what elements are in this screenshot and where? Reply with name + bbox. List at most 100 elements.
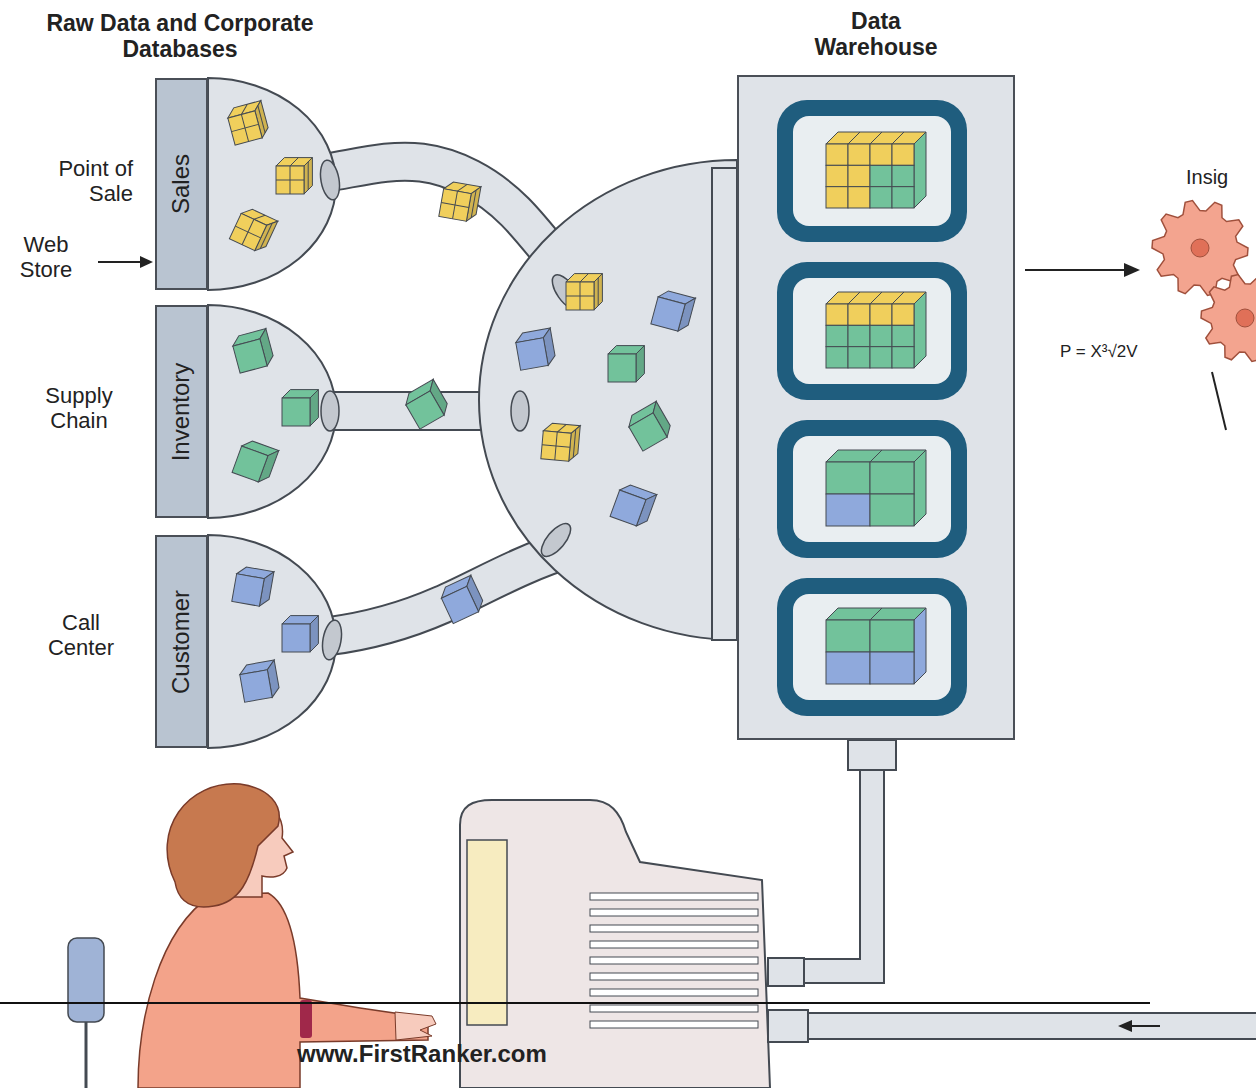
cube-cell (870, 304, 892, 325)
screen-panel (467, 840, 507, 1025)
cube-cell (848, 144, 870, 165)
data-cube (402, 379, 452, 429)
cube-grid (870, 292, 882, 304)
cube-front (610, 490, 646, 526)
panel-inner (793, 594, 951, 700)
return-arrow (1130, 1025, 1160, 1027)
cube-front (608, 354, 636, 382)
cube-grid (870, 132, 882, 144)
person-hand (395, 1012, 436, 1040)
cube-front (276, 166, 304, 194)
cube-grid (870, 450, 882, 462)
cube-cell (892, 165, 914, 186)
data-cube (651, 289, 696, 334)
cube-side (636, 346, 644, 382)
source-label: Supply Chain (24, 383, 134, 434)
cube-grid (892, 292, 904, 304)
cube-cell (870, 620, 914, 652)
data-cube (439, 181, 481, 223)
cube-front (541, 431, 571, 461)
panel-inner (793, 436, 951, 542)
cube-grid (276, 180, 304, 181)
cube-cell (870, 652, 914, 684)
arrow-head (1118, 1020, 1132, 1032)
data-cube (282, 616, 318, 652)
data-cube (226, 101, 271, 146)
cube-cell (870, 494, 914, 526)
chair-post (85, 1022, 88, 1088)
data-warehouse: Data Warehouse (737, 8, 1015, 740)
band-label: Customer (168, 589, 196, 693)
cube-cell (870, 462, 914, 494)
cube-cell (848, 325, 870, 346)
cube-grid (580, 274, 588, 282)
cube-grid (892, 132, 904, 144)
source-label: Point of Sale (26, 156, 133, 207)
data-cube (231, 329, 276, 374)
cube-cell (892, 144, 914, 165)
cube-grid (848, 292, 860, 304)
data-cube (566, 274, 602, 310)
cube-front (629, 413, 667, 451)
pipe-mouth (321, 391, 339, 431)
cube-grid (471, 190, 476, 218)
vent (590, 1021, 758, 1028)
data-cube (232, 438, 279, 485)
cube-front (228, 111, 262, 145)
data-cube (229, 206, 277, 254)
cable (800, 760, 872, 971)
data-cube (438, 575, 486, 623)
chair-back (68, 938, 104, 1022)
cube-grid (441, 203, 469, 208)
cube-side (310, 616, 318, 652)
cube-front (233, 339, 267, 373)
cube-front (240, 670, 272, 702)
cube-cell (892, 304, 914, 325)
warehouse-tab (712, 168, 737, 640)
cube-grid (260, 223, 272, 248)
cube-top (826, 132, 926, 144)
cube-side (914, 608, 926, 684)
cube-front (229, 213, 266, 250)
cube-cell (870, 187, 892, 208)
cube-cell (892, 187, 914, 208)
customer-band: Customer (155, 535, 208, 748)
panel-ring (777, 420, 967, 558)
bracelet (300, 1000, 312, 1038)
pipe-mouth (511, 391, 529, 431)
cube-top (826, 450, 926, 462)
cube-cell (870, 325, 892, 346)
rule-line (0, 1002, 1150, 1004)
cube-grid (457, 183, 467, 193)
formula: P = X³√2V (1060, 342, 1210, 362)
cube-side (594, 274, 602, 310)
watermark: www.FirstRanker.com (297, 1040, 637, 1068)
data-cube (610, 482, 657, 529)
data-cube-panel (777, 100, 967, 242)
cube-side (310, 390, 318, 426)
cable (790, 1014, 1256, 1038)
panel-ring (777, 578, 967, 716)
panel-ring (777, 262, 967, 400)
warehouse-heading: Data Warehouse (801, 8, 951, 61)
source-dome (208, 78, 336, 290)
inventory-band: Inventory (155, 305, 208, 518)
warehouse-dome (479, 160, 737, 640)
cube-grid (598, 278, 599, 306)
cube-front (406, 391, 444, 429)
cube-cell (826, 187, 848, 208)
cube-cell (892, 347, 914, 368)
cube-side (914, 132, 926, 208)
sales-band: Sales (155, 78, 208, 290)
output-arrow (1025, 269, 1128, 271)
input-arrow (98, 261, 142, 263)
data-cube (282, 390, 318, 426)
data-cube-panel (777, 262, 967, 400)
warehouse-fill (737, 75, 1015, 740)
cable-outline (790, 1012, 1256, 1040)
cube-grid (231, 124, 258, 131)
data-cube (238, 660, 280, 702)
cube-cell (892, 325, 914, 346)
vent (590, 989, 758, 996)
